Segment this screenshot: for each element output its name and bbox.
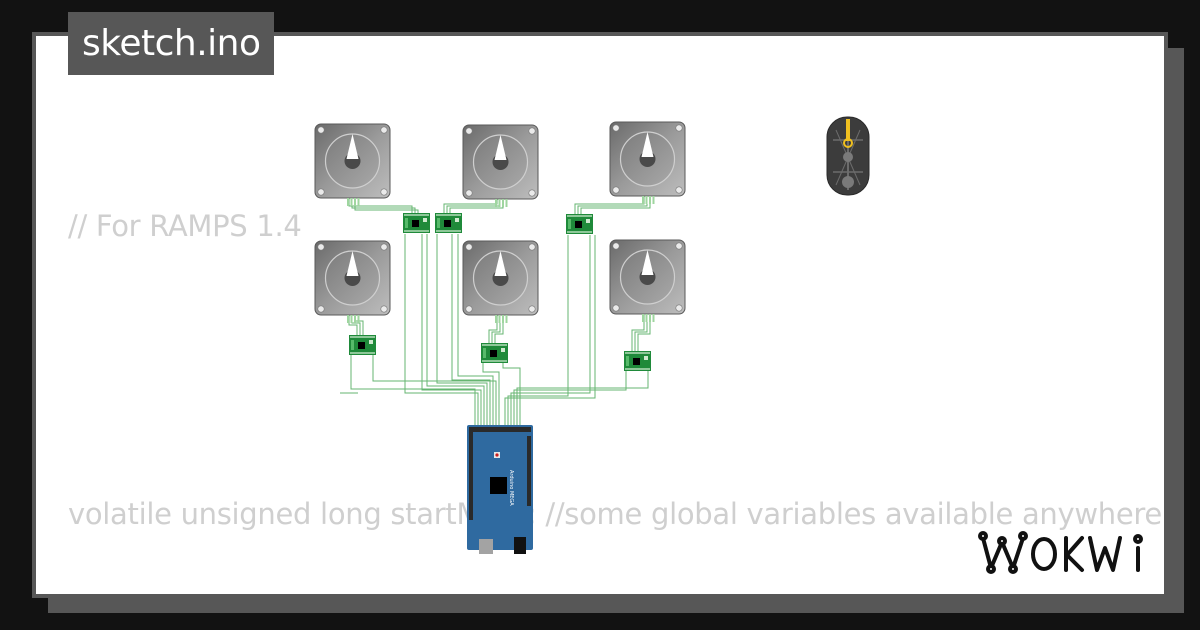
wokwi-logo: WOKWI [978,528,1153,582]
preview-card: // For RAMPS 1.4 volatile unsigned long … [32,32,1168,598]
code-line [68,346,1162,394]
code-line: volatile unsigned long startMillis; //so… [68,497,1162,531]
code-line: // For RAMPS 1.4 [68,209,302,243]
file-title: sketch.ino [68,12,275,75]
code-listing: // For RAMPS 1.4 volatile unsigned long … [68,106,1162,594]
